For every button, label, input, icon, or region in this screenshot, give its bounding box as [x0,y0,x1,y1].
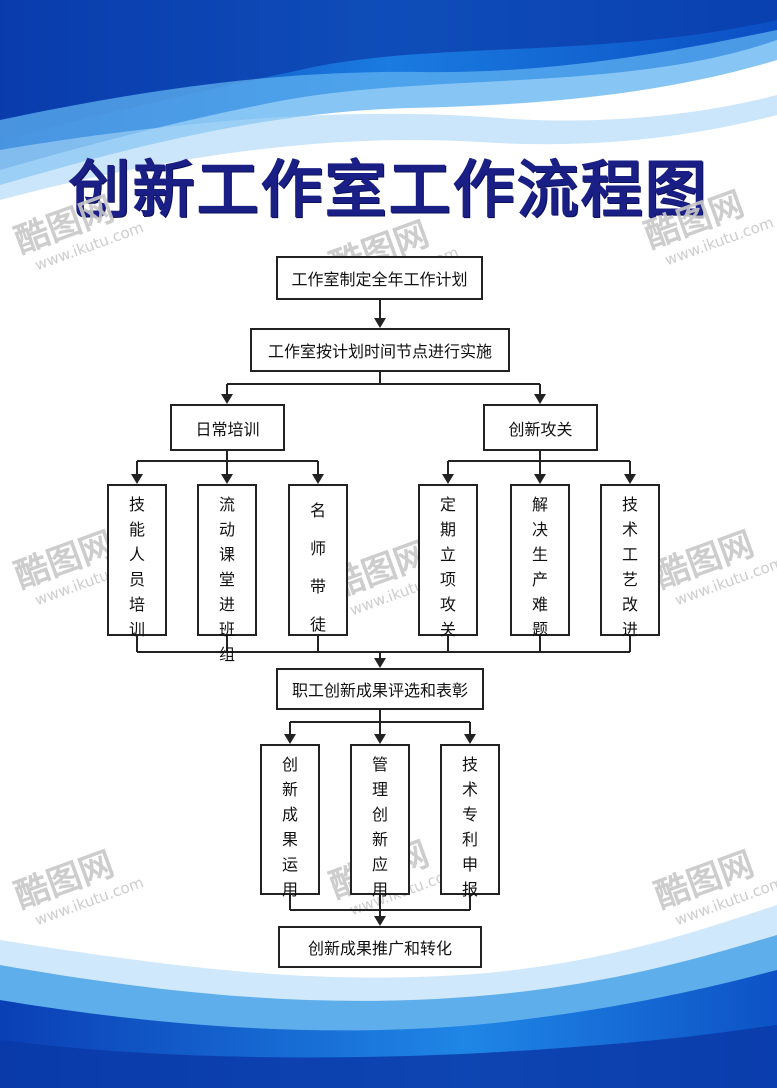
node-promotion: 创新成果推广和转化 [278,926,482,968]
node-tech-improve-label: 技术工艺改进 [621,495,638,639]
node-innovation-attack: 创新攻关 [483,404,598,451]
node-skill-training: 技能人员培训 [107,484,167,639]
node-mgmt-innovation: 管理创新应用 [350,744,410,899]
node-plan: 工作室制定全年工作计划 [276,256,483,300]
node-project-attack-label: 定期立项攻关 [439,495,456,639]
node-patent-label: 技术专利申报 [461,755,478,899]
node-mobile-class: 流动课堂进班组 [197,484,257,664]
node-mobile-class-label: 流动课堂进班组 [218,495,235,664]
node-daily-training: 日常培训 [170,404,285,451]
node-evaluation: 职工创新成果评选和表彰 [276,668,484,710]
page-title: 创新工作室工作流程图 [68,153,709,226]
node-mentor: 名师带徒 [288,484,348,636]
node-project-attack: 定期立项攻关 [418,484,478,639]
node-tech-improve: 技术工艺改进 [600,484,660,639]
node-mgmt-innovation-label: 管理创新应用 [371,755,388,899]
node-solve-problems: 解决生产难题 [510,484,570,639]
node-result-use: 创新成果运用 [260,744,320,899]
node-implement: 工作室按计划时间节点进行实施 [250,328,510,372]
node-patent: 技术专利申报 [440,744,500,899]
node-result-use-label: 创新成果运用 [281,755,298,899]
node-skill-training-label: 技能人员培训 [128,495,145,639]
node-mentor-label: 名师带徒 [309,501,326,634]
node-solve-problems-label: 解决生产难题 [531,495,548,639]
